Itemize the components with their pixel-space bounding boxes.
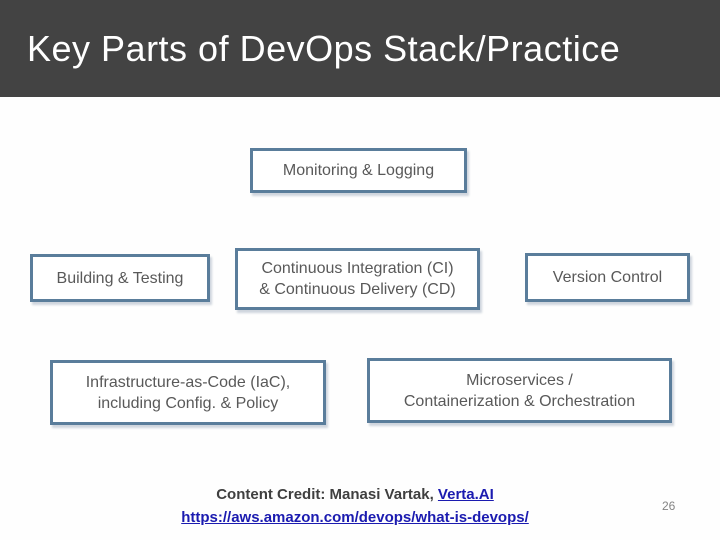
slide-title: Key Parts of DevOps Stack/Practice	[27, 27, 621, 69]
title-bar: Key Parts of DevOps Stack/Practice	[0, 0, 720, 97]
slide-page-number: 26	[662, 499, 676, 513]
box-building-testing-label: Building & Testing	[56, 269, 184, 287]
footer-credit-text: Content Credit: Manasi Vartak,	[216, 486, 438, 503]
box-ci-cd-label-line2: & Continuous Delivery (CD)	[259, 281, 456, 298]
footer-credit: Content Credit: Manasi Vartak, Verta.AI …	[0, 483, 710, 529]
box-monitoring-logging-label: Monitoring & Logging	[282, 162, 435, 179]
box-ci-cd-label-line1: Continuous Integration (CI)	[261, 260, 454, 277]
box-building-testing: Building & Testing	[30, 254, 210, 302]
box-monitoring-logging: Monitoring & Logging	[250, 148, 467, 193]
footer-source-line: https://aws.amazon.com/devops/what-is-de…	[0, 506, 710, 529]
aws-devops-url-link[interactable]: https://aws.amazon.com/devops/what-is-de…	[181, 509, 529, 526]
box-infrastructure-as-code: Infrastructure-as-Code (IaC), including …	[50, 360, 326, 425]
box-version-control: Version Control	[525, 253, 690, 302]
box-infrastructure-as-code-label-line1: Infrastructure-as-Code (IaC),	[85, 373, 291, 391]
box-microservices-containerization: Microservices / Containerization & Orche…	[367, 358, 672, 423]
box-ci-cd: Continuous Integration (CI) & Continuous…	[235, 248, 480, 310]
box-microservices-label-line2: Containerization & Orchestration	[403, 392, 636, 410]
footer-credit-line: Content Credit: Manasi Vartak, Verta.AI	[0, 483, 710, 506]
box-version-control-label: Version Control	[552, 269, 663, 286]
verta-ai-link[interactable]: Verta.AI	[437, 486, 494, 503]
box-microservices-label-line1: Microservices /	[466, 371, 573, 389]
box-infrastructure-as-code-label-line2: including Config. & Policy	[97, 394, 279, 412]
